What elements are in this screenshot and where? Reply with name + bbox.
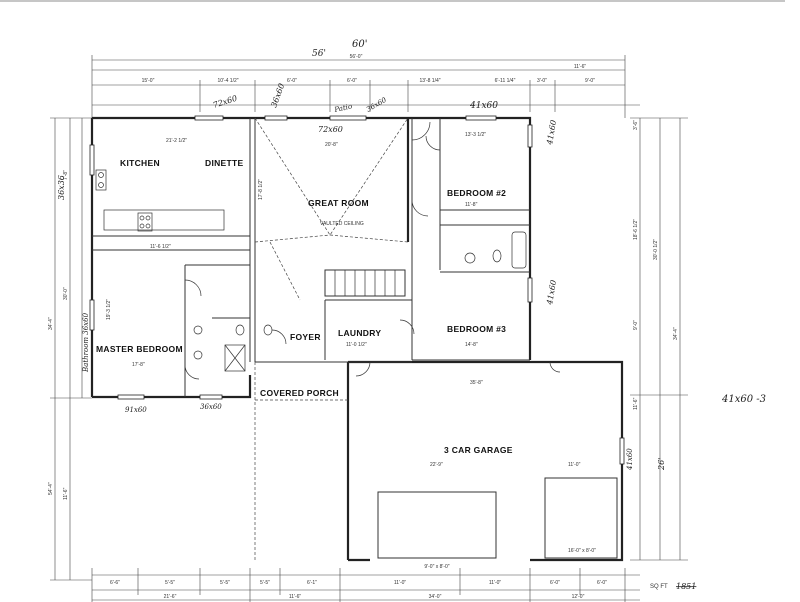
interior-walls: [92, 118, 530, 560]
dim-top-total: 56'-0": [350, 54, 363, 60]
sqft-value: 1851: [676, 582, 696, 591]
dim-bed3-w: 14'-8": [465, 342, 478, 348]
dim-left-11: 11'-6": [63, 487, 69, 500]
dim-right-30: 30'-0 1/2": [653, 239, 659, 260]
hand-master-win2: 36x60: [200, 403, 222, 411]
label-kitchen: KITCHEN: [120, 158, 160, 168]
dim-bot-6d: 6'-0": [597, 580, 607, 586]
hand-kitchen-win: 36x36: [57, 175, 66, 200]
label-porch: COVERED PORCH: [260, 388, 339, 398]
dim-kitchen-w: 21'-2 1/2": [166, 138, 187, 144]
dim-right-34: 34'-4": [673, 327, 679, 340]
exterior-walls: [90, 116, 624, 562]
dim-bot-5b: 5'-5": [220, 580, 230, 586]
hand-win3: Patio: [333, 102, 353, 114]
dim-right-18: 18'-6 1/2": [633, 219, 639, 240]
hand-win-great: 72x60: [318, 125, 343, 134]
label-great-room: GREAT ROOM: [308, 198, 369, 208]
garage-doors: 9'-0" x 8'-0" 16'-0" x 8'-0": [377, 477, 618, 570]
dim-top-13: 13'-8 1/4": [419, 78, 440, 84]
dim-top-6-11: 6'-11 1/4": [495, 78, 516, 84]
hand-win4: 36x60: [365, 96, 388, 114]
dim-top-3: 3'-0": [537, 78, 547, 84]
bottom-dimensions: 6'-6" 5'-5" 5'-5" 5'-5" 6'-1" 11'-0" 11'…: [91, 568, 640, 602]
dim-dinette-h: 11'-6 1/2": [150, 244, 171, 250]
left-dimensions: 34'-4" 30'-0" 7'-8" 11'-6" 54'-4": [48, 117, 92, 581]
dim-top-15: 15'-0": [142, 78, 155, 84]
label-dinette: DINETTE: [205, 158, 243, 168]
hand-win1: 72x60: [212, 94, 238, 110]
dim-bed2-h: 11'-8": [465, 202, 478, 208]
right-dimensions: 3'-6" 18'-6 1/2" 30'-0 1/2" 9'-0" 34'-4"…: [630, 117, 688, 561]
dim-bot-11c: 11'-6": [289, 594, 302, 600]
dim-bot-11b: 11'-0": [489, 580, 502, 586]
vaulted-ceiling-lines: [254, 117, 409, 301]
dim-garage-22: 22'-9": [430, 462, 443, 468]
hand-master-win1: 91x60: [125, 406, 147, 414]
dim-bot-5c: 5'-5": [260, 580, 270, 586]
door-swings: [184, 121, 561, 380]
bath-fixtures: [193, 231, 527, 372]
dim-top-6: 6'-0": [287, 78, 297, 84]
hand-garage-right: 26': [657, 458, 666, 471]
dim-garage-door2: 16'-0" x 8'-0": [568, 548, 596, 554]
dim-right-9: 9'-0": [633, 320, 639, 330]
top-dimensions: 56'-0" 15'-0" 10'-4 1/2" 6'-0" 6'-0" 13'…: [91, 54, 640, 118]
dim-left-total: 54'-4": [48, 482, 54, 495]
hand-top-extra: 60': [352, 39, 367, 50]
windows: [89, 115, 625, 465]
hand-master-left: Bathroom 36x60: [82, 312, 90, 373]
label-garage: 3 CAR GARAGE: [444, 445, 513, 455]
dim-laundry-w: 11'-0 1/2": [346, 342, 367, 348]
dim-garage-11: 11'-0": [568, 462, 581, 468]
sqft-label: SQ FT: [650, 584, 668, 590]
dim-bot-21: 21'-6": [164, 594, 177, 600]
label-vaulted: VAULTED CEILING: [320, 221, 364, 227]
dim-greatroom-h: 17'-8 1/2": [258, 179, 264, 200]
dim-top-10: 10'-4 1/2": [217, 78, 238, 84]
dim-bot-34: 34'-0": [429, 594, 442, 600]
label-laundry: LAUNDRY: [338, 328, 381, 338]
stairs: [334, 270, 396, 296]
dim-bot-6: 6'-6": [110, 580, 120, 586]
dim-bot-6c: 6'-0": [550, 580, 560, 586]
dim-greatroom-w: 20'-8": [325, 142, 338, 148]
hand-win5: 41x60: [469, 101, 498, 111]
dim-bot-12: 12'-0": [572, 594, 585, 600]
label-bedroom3: BEDROOM #3: [447, 324, 506, 334]
dim-garage-door1: 9'-0" x 8'-0": [424, 564, 449, 570]
dim-bot-11a: 11'-0": [394, 580, 407, 586]
dim-master-w: 17'-8": [132, 362, 145, 368]
dim-top-11: 11'-6": [574, 64, 587, 70]
dim-bot-6-1: 6'-1": [307, 580, 317, 586]
dim-garage-width: 35'-8": [470, 380, 483, 386]
dim-right-top: 3'-6": [633, 120, 639, 130]
dim-top-6b: 6'-0": [347, 78, 357, 84]
dim-master-h: 19'-3 1/2": [106, 299, 112, 320]
dim-top-9: 9'-0": [585, 78, 595, 84]
hand-garage-win: 41x60: [626, 448, 634, 471]
dim-bot-5a: 5'-5": [165, 580, 175, 586]
label-master: MASTER BEDROOM: [96, 344, 183, 354]
hand-right-note: 41x60 -3: [721, 394, 766, 405]
dim-right-11: 11'-6": [633, 397, 639, 410]
dim-left-34: 34'-4": [48, 317, 54, 330]
hand-bed3-win: 41x60: [545, 279, 558, 306]
dim-bed2-w: 13'-3 1/2": [465, 132, 486, 138]
dim-left-30: 30'-0": [63, 287, 69, 300]
hand-bed2-win: 41x60: [545, 119, 558, 146]
kitchen-fixtures: [95, 169, 225, 232]
hand-top-total: 56': [312, 49, 326, 59]
dim-left-7: 7'-8": [63, 170, 69, 180]
label-bedroom2: BEDROOM #2: [447, 188, 506, 198]
label-foyer: FOYER: [290, 332, 321, 342]
